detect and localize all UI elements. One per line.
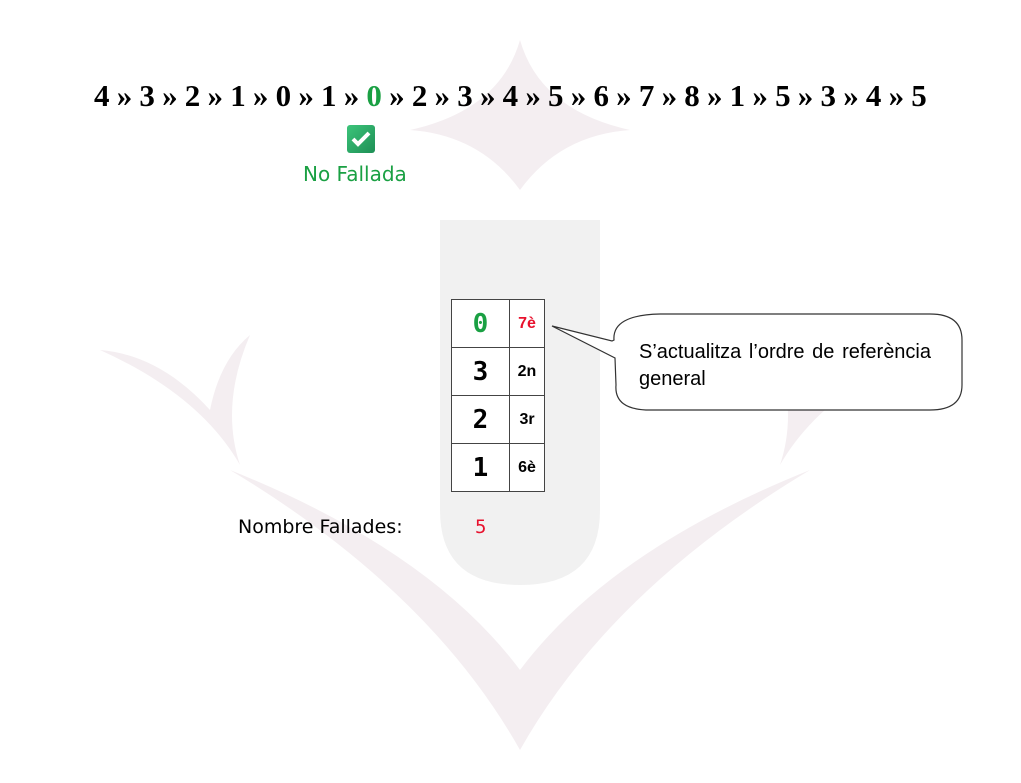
sequence-item: 4 <box>93 78 110 113</box>
faults-label: Nombre Fallades: <box>238 516 403 538</box>
sequence-item: 0 <box>366 78 383 113</box>
separator: » <box>479 78 496 113</box>
frame-page: 1 <box>451 443 510 492</box>
separator: » <box>570 78 587 113</box>
sequence-item: 1 <box>729 78 746 113</box>
sequence-item: 1 <box>230 78 246 113</box>
separator: » <box>298 78 315 113</box>
frame-order: 7è <box>509 299 545 348</box>
sequence-item: 0 <box>275 78 292 113</box>
frame-page: 0 <box>451 299 510 348</box>
separator: » <box>706 78 723 113</box>
separator: » <box>616 78 632 113</box>
sequence-item: 5 <box>911 78 927 113</box>
separator: » <box>343 78 360 113</box>
separator: » <box>752 78 769 113</box>
sequence-item: 2 <box>411 78 428 113</box>
checkbox-checked-icon <box>347 125 375 153</box>
separator: » <box>843 78 859 113</box>
sequence-item: 3 <box>139 78 156 113</box>
separator: » <box>888 78 905 113</box>
frame-order: 6è <box>509 443 545 492</box>
separator: » <box>252 78 269 113</box>
sequence-item: 2 <box>184 78 201 113</box>
sequence-item: 5 <box>775 78 791 113</box>
separator: » <box>525 78 542 113</box>
reference-sequence: 4»3»2»1»0»1»0»2»3»4»5»6»7»8»1»5»3»4»5 <box>0 78 1021 114</box>
faults-count: 5 <box>475 516 487 538</box>
result-status: No Fallada <box>303 162 407 186</box>
separator: » <box>116 78 133 113</box>
sequence-item: 5 <box>548 78 564 113</box>
separator: » <box>661 78 678 113</box>
sequence-item: 4 <box>865 78 882 113</box>
sequence-item: 7 <box>638 78 655 113</box>
sequence-item: 6 <box>593 78 610 113</box>
callout-text: S’actualitza l’ordre de referència gener… <box>639 341 931 390</box>
separator: » <box>434 78 451 113</box>
sequence-item: 1 <box>321 78 337 113</box>
separator: » <box>797 78 814 113</box>
frame-page: 3 <box>451 347 510 396</box>
sequence-item: 8 <box>684 78 700 113</box>
separator: » <box>389 78 405 113</box>
frame-page: 2 <box>451 395 510 444</box>
frame-order: 3r <box>509 395 545 444</box>
sequence-item: 3 <box>457 78 473 113</box>
separator: » <box>162 78 178 113</box>
separator: » <box>207 78 224 113</box>
sequence-item: 4 <box>502 78 519 113</box>
sequence-item: 3 <box>820 78 837 113</box>
